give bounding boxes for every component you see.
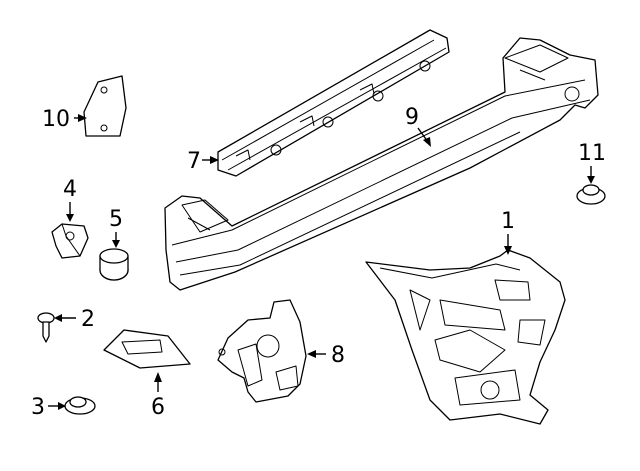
callout-8-label: 8 <box>331 343 345 368</box>
callout-1-label: 1 <box>501 209 515 234</box>
callout-8: 8 <box>307 343 345 368</box>
callout-7: 7 <box>187 149 219 174</box>
callout-5: 5 <box>109 207 123 248</box>
part-9-reinforcement-beam <box>164 37 599 291</box>
callout-2: 2 <box>54 307 95 332</box>
part-3-nut <box>64 396 96 415</box>
callout-6: 6 <box>151 372 165 420</box>
callout-9: 9 <box>405 105 431 147</box>
part-6-bracket <box>103 329 191 369</box>
callout-11: 11 <box>578 141 606 184</box>
callout-3-label: 3 <box>31 395 45 420</box>
callout-10: 10 <box>42 107 87 132</box>
part-10-plate <box>83 75 127 137</box>
callout-6-label: 6 <box>151 395 165 420</box>
part-5-bumper-pad <box>99 248 129 281</box>
part-2-screw <box>37 312 55 343</box>
part-11-nut <box>576 184 606 205</box>
callout-10-label: 10 <box>42 107 70 132</box>
part-8-bracket <box>217 299 307 403</box>
callout-9-label: 9 <box>405 105 419 130</box>
callout-7-label: 7 <box>187 149 201 174</box>
part-4-clip <box>51 223 89 259</box>
callout-4-label: 4 <box>63 177 77 202</box>
part-7-absorber <box>217 29 450 177</box>
callout-2-label: 2 <box>81 307 95 332</box>
callout-11-label: 11 <box>578 141 606 166</box>
callout-4: 4 <box>63 177 77 222</box>
part-1-side-bracket <box>365 249 566 425</box>
callout-3: 3 <box>31 395 66 420</box>
callout-5-label: 5 <box>109 207 123 232</box>
callout-1: 1 <box>501 209 515 255</box>
